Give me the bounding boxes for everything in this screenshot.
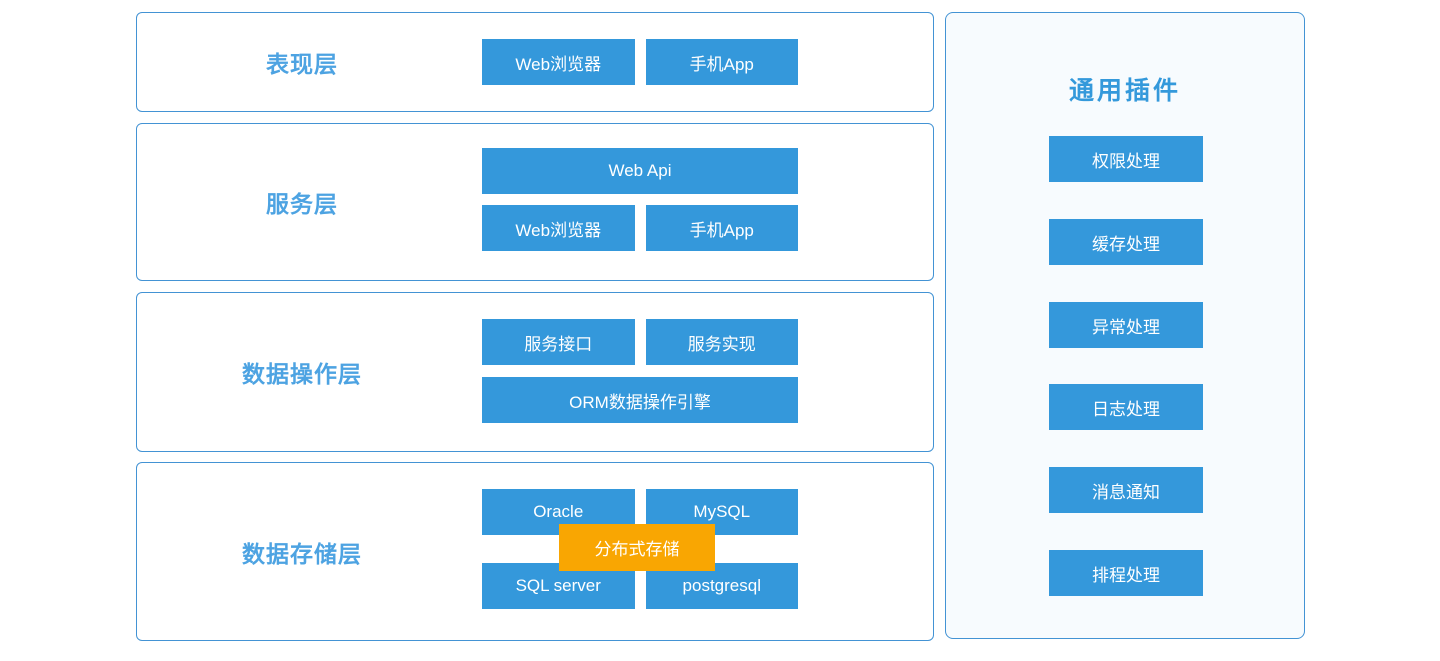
block-row: SQL server postgresql: [482, 563, 798, 609]
layer-service-label: 服务层: [266, 191, 338, 217]
plugin-permission: 权限处理: [1049, 136, 1203, 182]
layer-service: 服务层 Web Api Web浏览器 手机App: [136, 123, 934, 281]
plugin-cache: 缓存处理: [1049, 219, 1203, 265]
block-mobile-app: 手机App: [645, 205, 798, 251]
block-orm-engine: ORM数据操作引擎: [482, 377, 798, 423]
block-sql-server: SQL server: [482, 563, 635, 609]
common-plugins-title: 通用插件: [1068, 77, 1181, 105]
block-row: ORM数据操作引擎: [482, 377, 798, 423]
block-web-browser: Web浏览器: [482, 39, 635, 85]
block-oracle: Oracle: [482, 489, 635, 535]
block-web-browser: Web浏览器: [482, 205, 635, 251]
layer-data-storage-blocks: Oracle MySQL SQL server postgresql 分布式存储: [482, 463, 798, 640]
block-mobile-app: 手机App: [645, 39, 798, 85]
layer-presentation: 表现层 Web浏览器 手机App: [136, 12, 934, 112]
common-plugins-panel: 通用插件 权限处理 缓存处理 异常处理 日志处理 消息通知 排程处理: [945, 12, 1305, 639]
plugin-schedule: 排程处理: [1049, 550, 1203, 596]
block-service-interface: 服务接口: [482, 319, 635, 365]
block-service-implementation: 服务实现: [645, 319, 798, 365]
block-row: Web浏览器 手机App: [482, 205, 798, 251]
block-web-api: Web Api: [482, 148, 798, 194]
plugin-log: 日志处理: [1049, 384, 1203, 430]
layer-data-operation-blocks: 服务接口 服务实现 ORM数据操作引擎: [482, 293, 798, 451]
layer-presentation-blocks: Web浏览器 手机App: [482, 13, 798, 111]
block-row: Web Api: [482, 148, 798, 194]
overlay-distributed-storage: 分布式存储: [559, 524, 715, 571]
block-postgresql: postgresql: [645, 563, 798, 609]
block-row: Web浏览器 手机App: [482, 39, 798, 85]
layer-data-storage: 数据存储层 Oracle MySQL SQL server postgresql…: [136, 462, 934, 641]
plugin-message-notify: 消息通知: [1049, 467, 1203, 513]
layer-service-blocks: Web Api Web浏览器 手机App: [482, 124, 798, 280]
layer-data-operation-label: 数据操作层: [242, 361, 362, 387]
layer-data-storage-label: 数据存储层: [242, 540, 362, 567]
layer-presentation-label: 表现层: [266, 51, 338, 77]
block-row: 服务接口 服务实现: [482, 319, 798, 365]
plugin-exception: 异常处理: [1049, 302, 1203, 348]
layer-data-operation: 数据操作层 服务接口 服务实现 ORM数据操作引擎: [136, 292, 934, 452]
